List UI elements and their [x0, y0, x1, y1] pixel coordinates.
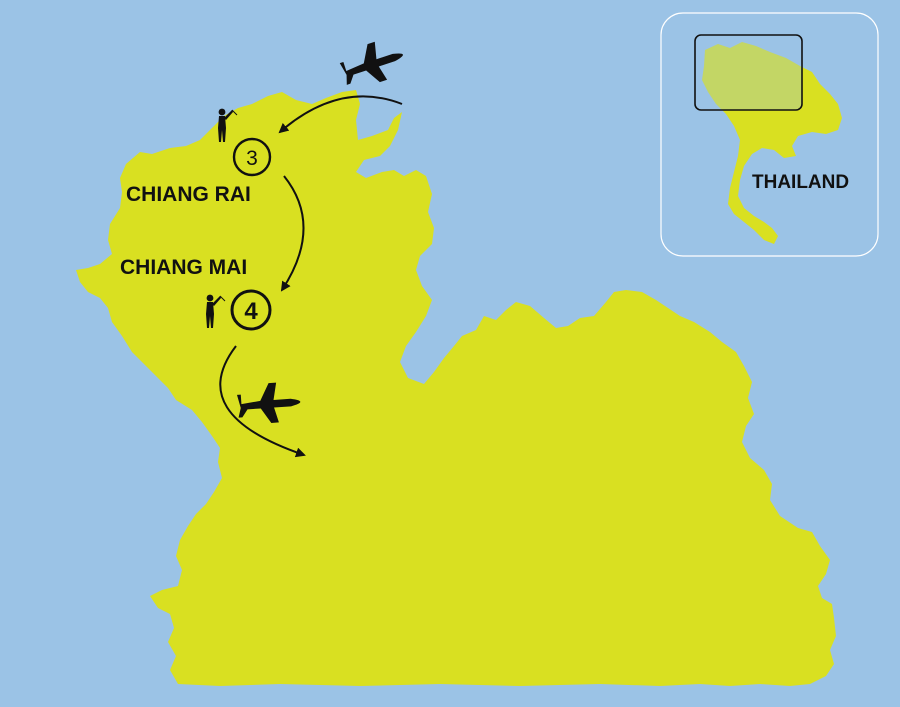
route-arrow-rai-to-mai	[280, 175, 305, 292]
stop-marker-chiang-mai: 4	[230, 289, 272, 331]
city-label-chiang-mai: CHIANG MAI	[120, 256, 247, 279]
route-arrow-outgoing	[219, 345, 306, 458]
stop-nights: 4	[244, 298, 258, 325]
stop-nights: 3	[246, 147, 258, 170]
city-label-chiang-rai: CHIANG RAI	[126, 183, 251, 206]
thailand-shape	[702, 42, 842, 244]
land-area	[76, 90, 836, 686]
inset-map: THAILAND	[660, 12, 879, 257]
route-arrow-incoming	[278, 95, 403, 134]
stop-marker-chiang-rai: 3	[232, 137, 272, 177]
inset-country-label: THAILAND	[752, 172, 849, 193]
